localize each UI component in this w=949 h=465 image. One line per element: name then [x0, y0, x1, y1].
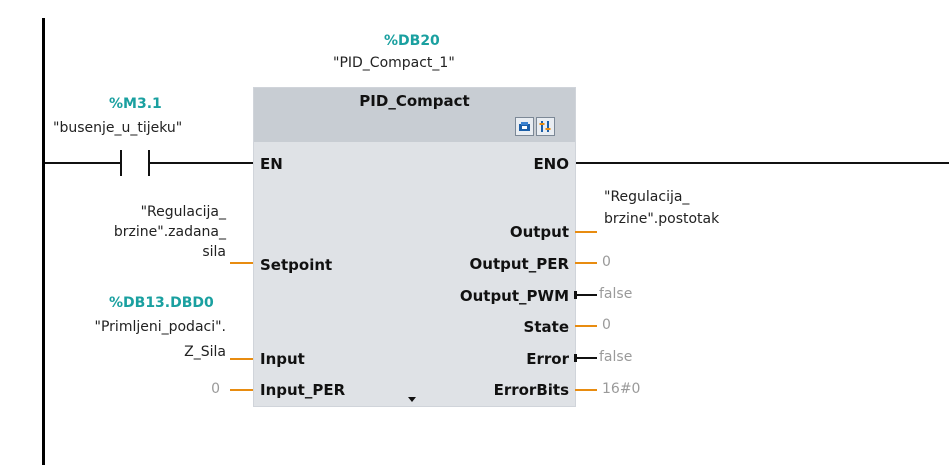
parameter-settings-icon — [539, 121, 551, 132]
errorbits-value[interactable]: 16#0 — [602, 381, 641, 397]
input-address[interactable]: %DB13.DBD0 — [109, 295, 214, 311]
pid-compact-block[interactable]: PID_Compact EN Setpoint Input Input_PER … — [253, 87, 576, 407]
pin-output[interactable]: Output — [509, 223, 569, 241]
block-header: PID_Compact — [254, 88, 575, 142]
output-wire — [575, 231, 597, 233]
error-value[interactable]: false — [599, 349, 633, 365]
state-wire — [575, 325, 597, 327]
setpoint-wire — [230, 262, 253, 264]
state-value[interactable]: 0 — [602, 317, 611, 333]
left-power-rail — [42, 18, 45, 465]
setpoint-tag-line1[interactable]: "Regulacija_ — [140, 204, 226, 220]
block-title: PID_Compact — [359, 92, 470, 110]
output-per-value[interactable]: 0 — [602, 254, 611, 270]
pin-setpoint[interactable]: Setpoint — [260, 256, 333, 274]
download-icon — [519, 122, 530, 131]
input-per-value[interactable]: 0 — [211, 381, 220, 397]
input-wire — [230, 358, 253, 360]
error-wire — [574, 354, 597, 362]
contact-no[interactable] — [120, 150, 152, 176]
contact-right-bar — [148, 150, 150, 176]
rung-wire-left — [45, 162, 120, 164]
output-tag-line1[interactable]: "Regulacija_ — [604, 189, 690, 205]
pin-input-per[interactable]: Input_PER — [260, 381, 346, 399]
pin-output-per[interactable]: Output_PER — [469, 255, 569, 273]
setpoint-tag-line3[interactable]: sila — [202, 244, 226, 260]
errorbits-wire — [575, 389, 597, 391]
pin-error[interactable]: Error — [526, 350, 569, 368]
input-tag-line1[interactable]: "Primljeni_podaci". — [94, 319, 226, 335]
pin-state[interactable]: State — [523, 318, 569, 336]
output-per-wire — [575, 262, 597, 264]
instance-db-address[interactable]: %DB20 — [384, 33, 440, 49]
contact-tag[interactable]: "busenje_u_tijeku" — [53, 120, 183, 136]
input-tag-line2[interactable]: Z_Sila — [184, 344, 226, 360]
contact-left-bar — [120, 150, 122, 176]
pin-input[interactable]: Input — [260, 350, 305, 368]
rung-wire-to-en — [150, 162, 254, 164]
input-per-wire — [230, 389, 253, 391]
rung-wire-eno — [575, 162, 949, 164]
output-tag-line2[interactable]: brzine".postotak — [604, 211, 720, 227]
pin-errorbits[interactable]: ErrorBits — [493, 381, 569, 399]
output-pwm-value[interactable]: false — [599, 286, 633, 302]
expand-arrow-icon[interactable] — [408, 397, 416, 402]
pin-eno[interactable]: ENO — [533, 155, 569, 173]
output-pwm-wire — [574, 291, 597, 299]
instance-db-name[interactable]: "PID_Compact_1" — [333, 55, 455, 71]
setpoint-tag-line2[interactable]: brzine".zadana_ — [113, 224, 226, 240]
parameter-settings-button[interactable] — [536, 117, 555, 136]
contact-address[interactable]: %M3.1 — [109, 96, 162, 112]
download-button[interactable] — [515, 117, 534, 136]
pin-output-pwm[interactable]: Output_PWM — [459, 287, 569, 305]
pin-en[interactable]: EN — [260, 155, 283, 173]
